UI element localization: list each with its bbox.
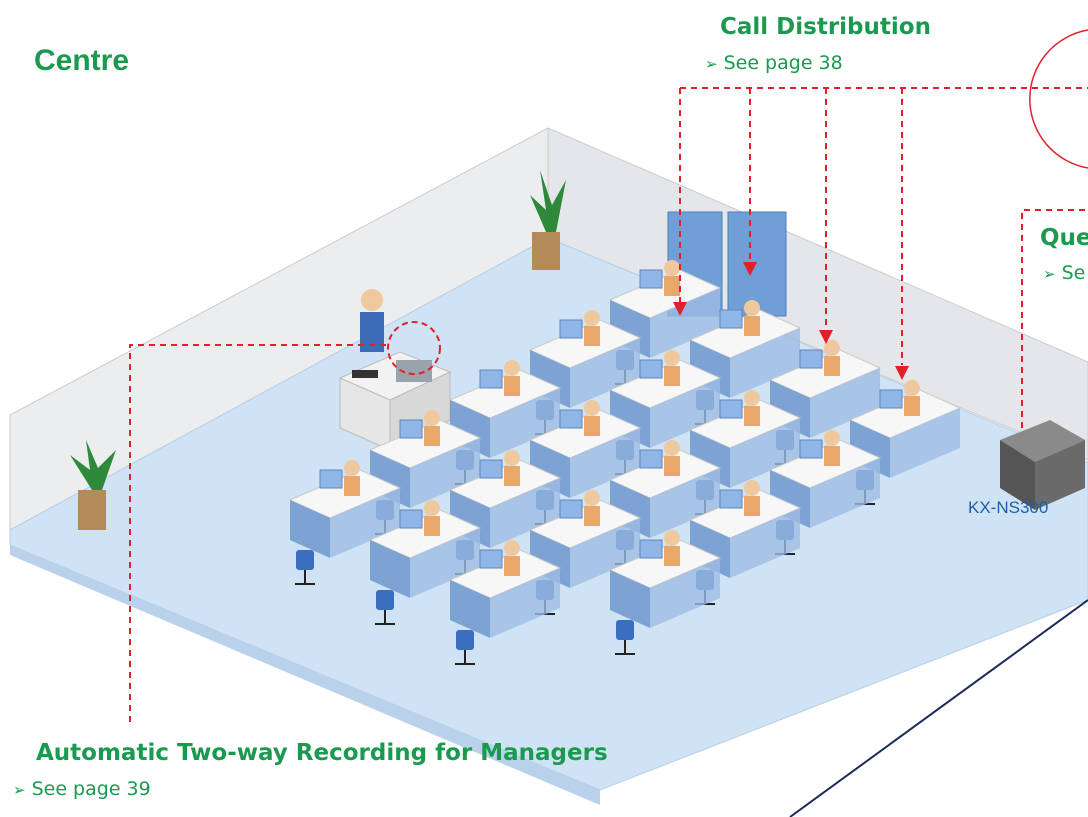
recording-connector	[129, 344, 388, 722]
arrowheads	[673, 262, 909, 380]
queue-reference[interactable]: ➢ Se	[1043, 262, 1085, 284]
call-distribution-reference[interactable]: ➢ See page 38	[705, 52, 843, 74]
plant-left	[70, 440, 116, 530]
recording-reference[interactable]: ➢ See page 39	[13, 778, 151, 800]
workstation	[608, 440, 722, 565]
call-distribution-connectors	[679, 87, 1088, 365]
workstation	[368, 500, 482, 625]
pbx-unit	[1000, 420, 1085, 510]
floor-edge	[10, 545, 600, 805]
recording-device-highlight	[387, 321, 441, 375]
manager-person	[360, 289, 384, 352]
recording-see-text: See page 39	[31, 778, 151, 800]
recording-title: Automatic Two-way Recording for Managers	[36, 740, 608, 766]
callout-circle	[1029, 29, 1088, 169]
workstation	[448, 540, 562, 665]
call-distribution-title: Call Distribution	[720, 14, 931, 40]
network-cable	[789, 599, 1088, 817]
queue-title: Que	[1040, 225, 1088, 251]
agent-workstations	[288, 260, 962, 665]
workstation	[608, 530, 722, 655]
arrow-bullet-icon: ➢	[1043, 265, 1056, 283]
call-distribution-see-text: See page 38	[723, 52, 843, 74]
arrow-bullet-icon: ➢	[705, 55, 718, 73]
page-heading: Centre	[34, 44, 130, 77]
workstation	[288, 460, 402, 585]
arrow-bullet-icon: ➢	[13, 781, 26, 799]
window-right	[727, 211, 787, 317]
device-model-label: KX-NS300	[968, 498, 1049, 517]
plant-back	[530, 170, 566, 270]
queue-see-text: Se	[1061, 262, 1086, 284]
